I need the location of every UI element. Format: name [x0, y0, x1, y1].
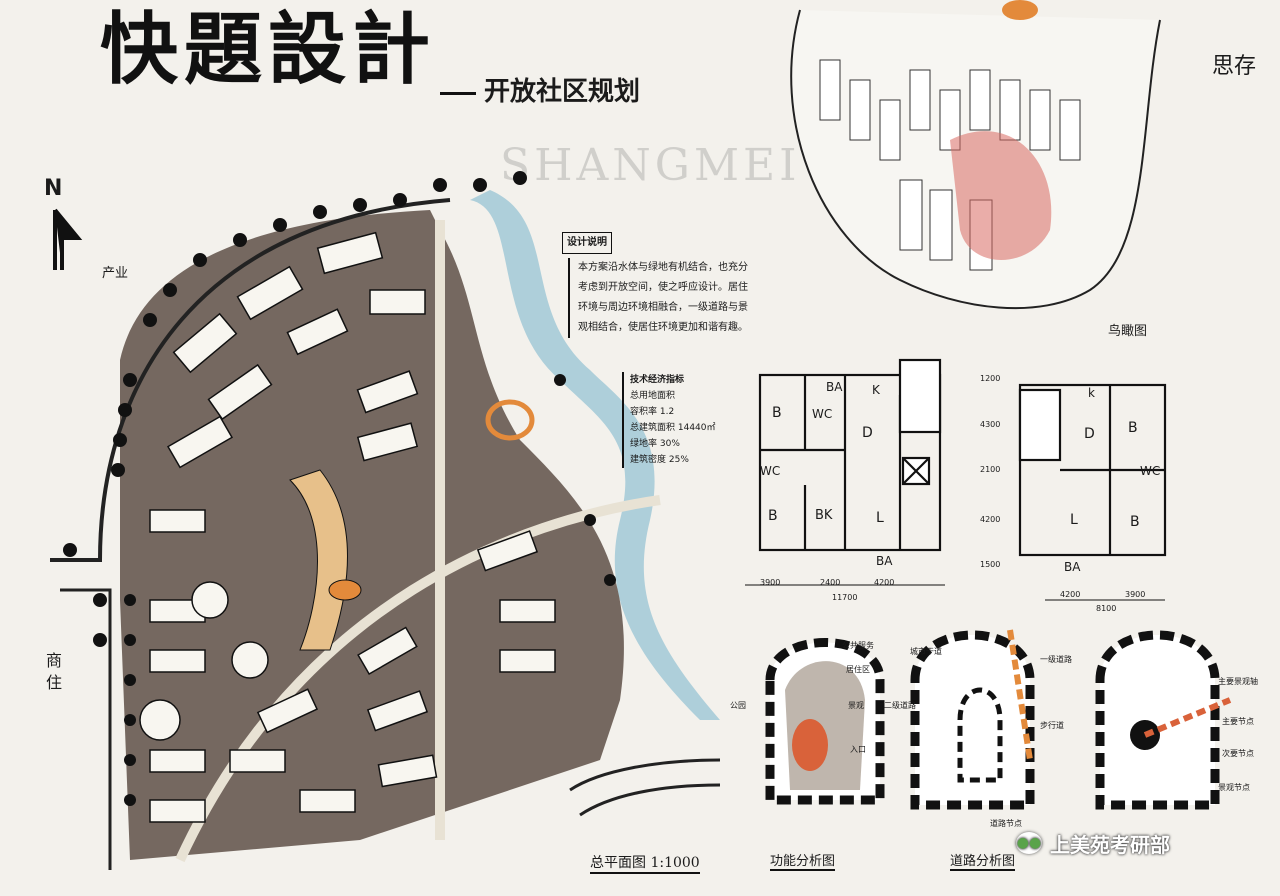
tech-indicators-header: 技术经济指标 — [630, 375, 685, 385]
road-label: 一级道路 — [1040, 655, 1072, 664]
wechat-icon: ●● — [1016, 832, 1042, 854]
caption-aerial: 鸟瞰图 — [1108, 324, 1148, 339]
caption-master-plan: 总平面图 1:1000 — [590, 852, 700, 874]
dim-label: 1200 — [980, 374, 1001, 383]
dim-label: 3900 — [1125, 590, 1146, 599]
watermark: SHANGMEI — [500, 140, 801, 191]
tech-line: 容积率 1.2 — [630, 407, 675, 417]
label-industry: 产业 — [102, 266, 129, 281]
tech-line: 绿地率 30% — [630, 439, 680, 449]
dim-label: 4300 — [980, 420, 1001, 429]
author-mark: 思存 — [1212, 54, 1257, 79]
north-arrow — [53, 208, 83, 270]
tech-line: 总建筑面积 14440㎡ — [630, 423, 716, 433]
room-label: BA — [876, 554, 893, 568]
aerial-view — [790, 0, 1161, 310]
outer-road — [50, 198, 451, 562]
caption-function: 功能分析图 — [770, 850, 836, 871]
north-label: N — [44, 176, 63, 201]
room-label: D — [862, 425, 873, 441]
unit-plan-b — [1018, 383, 1167, 601]
function-label: 景观 — [848, 701, 864, 710]
room-label: BK — [815, 508, 833, 523]
room-label: k — [1088, 386, 1095, 400]
dim-total: 11700 — [832, 593, 858, 602]
brand-text: 上美苑考研部 — [1050, 832, 1170, 857]
node-label: 主要节点 — [1222, 717, 1254, 726]
river — [470, 190, 720, 720]
label-commerce: 商住 — [46, 651, 63, 692]
function-diagram — [765, 638, 885, 805]
poster-subtitle: 开放社区规划 — [440, 72, 670, 112]
room-label: L — [1070, 512, 1078, 528]
design-notes: 设计说明 本方案沿水体与绿地有机结合，也充分考虑到开放空间，使之呼应设计。居住环… — [558, 232, 748, 338]
dim-label: 1500 — [980, 560, 1001, 569]
poster-title: 快題設計 — [100, 4, 437, 95]
room-label: D — [1084, 426, 1095, 442]
node-label: 次要节点 — [1222, 749, 1254, 758]
dim-label: 4200 — [1060, 590, 1081, 599]
building-blocks — [149, 231, 556, 823]
road-diagram — [910, 629, 1035, 810]
room-label: BA — [826, 380, 843, 394]
node-label: 景观节点 — [1218, 783, 1250, 792]
unit-plan-a — [745, 358, 945, 586]
road-label: 二级道路 — [884, 701, 916, 710]
room-label: B — [772, 405, 782, 421]
room-label: B — [1130, 514, 1140, 530]
tech-line: 总用地面积 — [630, 391, 676, 401]
caption-road: 道路分析图 — [950, 850, 1016, 871]
subtitle-text: 开放社区规划 — [484, 77, 641, 107]
room-label: WC — [1140, 464, 1161, 478]
room-label: L — [876, 510, 884, 526]
room-label: K — [872, 383, 880, 397]
function-label: 居住区 — [846, 665, 870, 674]
design-notes-body: 本方案沿水体与绿地有机结合，也充分考虑到开放空间，使之呼应设计。居住环境与周边环… — [568, 258, 748, 338]
road-label: 步行道 — [1040, 721, 1064, 730]
dim-total: 8100 — [1096, 604, 1117, 613]
dim-label: 3900 — [760, 578, 781, 587]
road-label: 道路节点 — [990, 819, 1022, 828]
function-label: 公园 — [730, 701, 746, 710]
node-diagram — [1095, 630, 1232, 810]
dim-label: 4200 — [980, 515, 1001, 524]
room-label: BA — [1064, 560, 1081, 574]
room-label: WC — [812, 407, 833, 421]
room-label: WC — [760, 464, 781, 478]
tech-indicators: 技术经济指标 总用地面积 容积率 1.2 总建筑面积 14440㎡ 绿地率 30… — [622, 372, 750, 468]
brand-watermark: ●● 上美苑考研部 — [1016, 826, 1170, 860]
design-notes-header: 设计说明 — [562, 232, 612, 254]
road-label: 城市干道 — [910, 647, 942, 656]
node-label: 主要景观轴 — [1218, 677, 1258, 686]
central-park — [289, 469, 348, 651]
dim-label: 2100 — [980, 465, 1001, 474]
tech-line: 建筑密度 25% — [630, 455, 689, 465]
function-label: 公共服务 — [842, 641, 874, 650]
room-label: B — [768, 508, 778, 524]
dim-label: 4200 — [874, 578, 895, 587]
tree-row — [63, 171, 616, 806]
function-label: 入口 — [850, 745, 866, 754]
dim-label: 2400 — [820, 578, 841, 587]
room-label: B — [1128, 420, 1138, 436]
